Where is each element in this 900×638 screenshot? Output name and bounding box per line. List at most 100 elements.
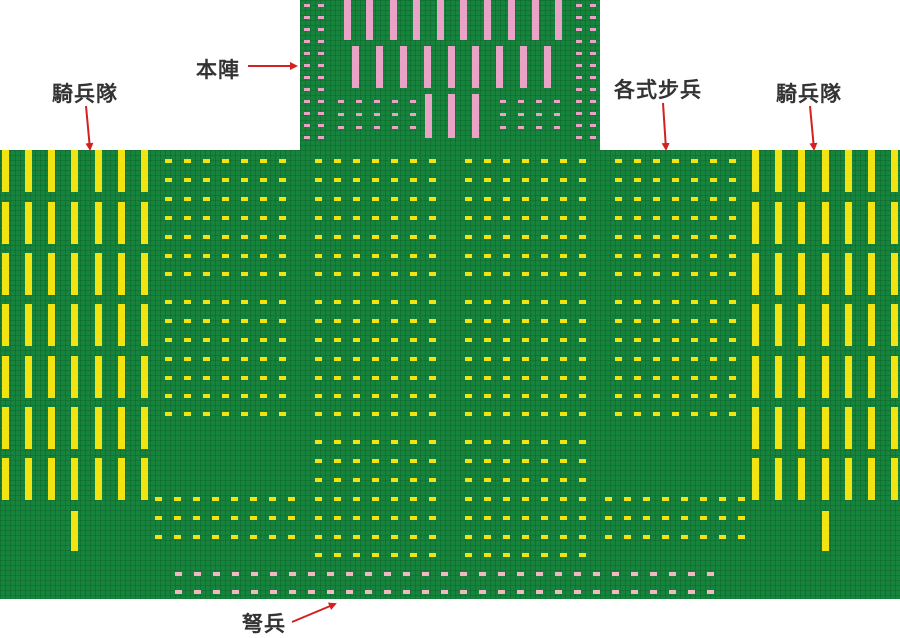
infantry-unit bbox=[653, 272, 660, 276]
crossbow-unit bbox=[650, 572, 657, 576]
infantry-unit bbox=[522, 159, 529, 163]
infantry-unit bbox=[372, 357, 379, 361]
infantry-unit bbox=[522, 478, 529, 482]
crossbow-unit bbox=[175, 572, 182, 576]
infantry-unit bbox=[560, 459, 567, 463]
cavalry-unit bbox=[798, 202, 805, 244]
cavalry-unit bbox=[891, 253, 898, 295]
crossbow-unit bbox=[289, 572, 296, 576]
cavalry-unit bbox=[752, 407, 759, 449]
infantry-unit bbox=[279, 235, 286, 239]
infantry-unit bbox=[729, 159, 736, 163]
infantry-unit bbox=[560, 535, 567, 539]
infantry-unit bbox=[541, 159, 548, 163]
infantry-unit bbox=[503, 254, 510, 258]
infantry-unit bbox=[503, 440, 510, 444]
infantry-unit bbox=[372, 178, 379, 182]
headquarters-unit bbox=[356, 100, 362, 103]
infantry-unit bbox=[353, 319, 360, 323]
infantry-unit bbox=[615, 376, 622, 380]
infantry-unit bbox=[541, 478, 548, 482]
infantry-unit bbox=[174, 535, 181, 539]
infantry-unit bbox=[334, 394, 341, 398]
cavalry-unit bbox=[118, 458, 125, 500]
infantry-unit bbox=[315, 553, 322, 557]
infantry-unit bbox=[391, 459, 398, 463]
infantry-unit bbox=[429, 440, 436, 444]
cavalry-unit bbox=[95, 253, 102, 295]
infantry-unit bbox=[484, 478, 491, 482]
infantry-unit bbox=[484, 178, 491, 182]
headquarters-unit bbox=[590, 4, 596, 7]
infantry-unit bbox=[560, 254, 567, 258]
infantry-unit bbox=[634, 159, 641, 163]
infantry-unit bbox=[541, 440, 548, 444]
infantry-unit bbox=[353, 535, 360, 539]
infantry-unit bbox=[522, 178, 529, 182]
infantry-unit bbox=[203, 235, 210, 239]
infantry-unit bbox=[710, 319, 717, 323]
headquarters-unit bbox=[410, 126, 416, 129]
infantry-unit bbox=[184, 254, 191, 258]
cavalry-unit bbox=[822, 253, 829, 295]
infantry-unit bbox=[579, 272, 586, 276]
cavalry-unit bbox=[48, 458, 55, 500]
infantry-unit bbox=[729, 376, 736, 380]
crossbow-unit bbox=[327, 590, 334, 594]
crossbow-unit bbox=[289, 590, 296, 594]
infantry-unit bbox=[579, 300, 586, 304]
infantry-unit bbox=[484, 254, 491, 258]
headquarters-unit bbox=[304, 4, 310, 7]
infantry-unit bbox=[315, 197, 322, 201]
infantry-unit bbox=[353, 516, 360, 520]
infantry-unit bbox=[465, 459, 472, 463]
infantry-unit bbox=[541, 235, 548, 239]
crossbow-unit bbox=[422, 572, 429, 576]
headquarters-unit bbox=[590, 88, 596, 91]
headquarters-unit bbox=[555, 0, 562, 40]
headquarters-unit bbox=[392, 100, 398, 103]
cavalry-unit bbox=[118, 407, 125, 449]
infantry-unit bbox=[465, 394, 472, 398]
main-field bbox=[0, 150, 900, 599]
cavalry-unit bbox=[71, 150, 78, 192]
infantry-unit bbox=[710, 235, 717, 239]
infantry-unit bbox=[410, 338, 417, 342]
infantry-unit bbox=[410, 254, 417, 258]
crossbow-unit bbox=[707, 590, 714, 594]
infantry-unit bbox=[353, 440, 360, 444]
infantry-unit bbox=[353, 197, 360, 201]
headquarters-unit bbox=[318, 76, 324, 79]
infantry-unit bbox=[710, 300, 717, 304]
headquarters-unit bbox=[392, 113, 398, 116]
infantry-unit bbox=[503, 338, 510, 342]
infantry-unit bbox=[279, 216, 286, 220]
infantry-unit bbox=[410, 516, 417, 520]
infantry-unit bbox=[212, 497, 219, 501]
infantry-unit bbox=[484, 376, 491, 380]
infantry-unit bbox=[334, 178, 341, 182]
infantry-unit bbox=[634, 357, 641, 361]
infantry-unit bbox=[334, 197, 341, 201]
infantry-unit bbox=[465, 300, 472, 304]
crossbow-unit bbox=[213, 590, 220, 594]
infantry-unit bbox=[288, 516, 295, 520]
infantry-unit bbox=[391, 394, 398, 398]
infantry-unit bbox=[410, 459, 417, 463]
headquarters-unit bbox=[590, 40, 596, 43]
infantry-unit bbox=[615, 412, 622, 416]
infantry-unit bbox=[260, 197, 267, 201]
infantry-unit bbox=[391, 535, 398, 539]
infantry-unit bbox=[279, 394, 286, 398]
cavalry-unit bbox=[48, 202, 55, 244]
crossbow-unit bbox=[631, 572, 638, 576]
infantry-unit bbox=[541, 459, 548, 463]
infantry-unit bbox=[241, 412, 248, 416]
cavalry-unit bbox=[891, 202, 898, 244]
infantry-unit bbox=[241, 376, 248, 380]
cavalry-unit bbox=[822, 202, 829, 244]
infantry-unit bbox=[174, 497, 181, 501]
infantry-unit bbox=[503, 197, 510, 201]
infantry-unit bbox=[710, 178, 717, 182]
infantry-unit bbox=[372, 254, 379, 258]
